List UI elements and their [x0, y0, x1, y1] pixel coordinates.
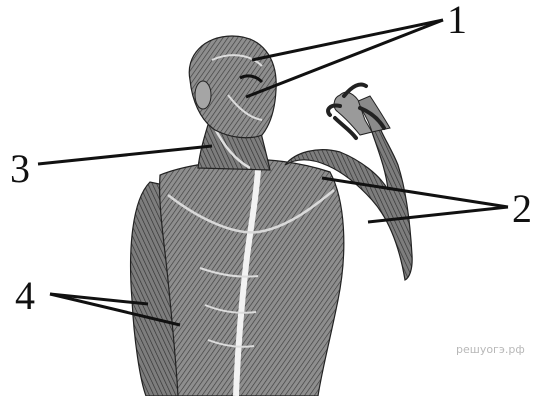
ear-shape [195, 81, 211, 109]
leader-line-1a [252, 20, 443, 60]
torso-shape [160, 160, 344, 396]
leader-line-1b [246, 20, 443, 97]
leader-line-3 [38, 146, 212, 164]
label-2: 2 [512, 189, 532, 229]
watermark: решуогэ.рф [456, 343, 525, 356]
leader-line-2a [322, 178, 508, 207]
finger-1 [344, 84, 366, 96]
label-4: 4 [15, 276, 35, 316]
label-1: 1 [447, 0, 467, 40]
label-3: 3 [10, 149, 30, 189]
